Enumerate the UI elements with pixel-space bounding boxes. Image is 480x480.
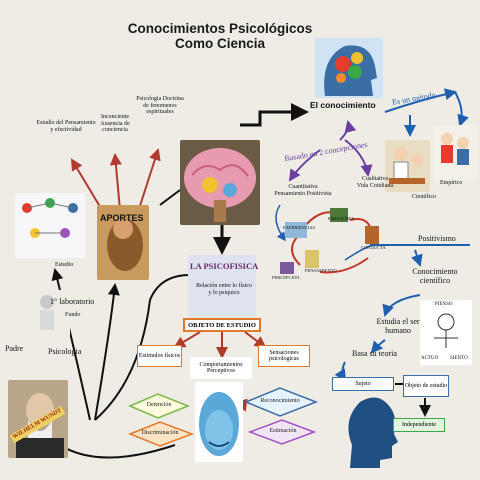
- estimacion-label: Estimación: [269, 428, 297, 434]
- head-silhouette-icon: [348, 397, 398, 468]
- conocimiento-cientifico-label: Conocimiento científico: [412, 267, 458, 285]
- objeto-de-estudio-box: Objeto de estudio: [403, 375, 449, 397]
- people-network-icon: [22, 198, 78, 238]
- arrow-objeto-sensaciones: [244, 331, 267, 349]
- thinker-icon: [107, 219, 143, 271]
- laboratorio-image: [25, 290, 70, 340]
- independiente-box: Independiente: [393, 418, 445, 432]
- reconocimiento-label: Reconocimiento: [260, 398, 300, 404]
- brain-image: [180, 140, 260, 225]
- estudio-label: Estudio: [55, 262, 74, 268]
- arrow-aporte-3: [137, 148, 161, 213]
- pienso-label: PIENSO: [435, 302, 453, 307]
- cualitativa-text: Cualitativa: [361, 176, 389, 182]
- face-icon: [199, 392, 239, 456]
- objeto-estudio-box: OBJETO DE ESTUDIO: [183, 318, 261, 332]
- kids-icon: [441, 133, 469, 165]
- psicofisica-title: LA PSICOFISICA: [190, 261, 259, 271]
- aportes-label: APORTES: [100, 213, 144, 223]
- empirico-label: Empírico: [440, 180, 463, 186]
- vida-cotidiana-text: Vida Cotidiana: [356, 182, 394, 189]
- cientifico-image: [385, 140, 430, 192]
- basa-teoria-label: Basa su teoria: [352, 349, 397, 358]
- estimulos-box: Estimulos físicos: [137, 345, 182, 367]
- arrow-aportes-brain: [159, 189, 181, 206]
- stick-figure-icon: [434, 313, 458, 348]
- arrow-wundt-laboratorio: [51, 268, 91, 421]
- estudio-image: [15, 193, 85, 258]
- el-conocimiento-label: El conocimiento: [310, 100, 376, 110]
- siento-label: SIENTO: [450, 356, 468, 361]
- sensaciones-box: Sensaciones psicologicas: [258, 345, 310, 367]
- brain-icon: [184, 148, 256, 222]
- arrow-wundt-aportes: [94, 283, 120, 421]
- discriminacion-diamond: [127, 421, 195, 447]
- emociones-label: EMOCIONES: [328, 216, 355, 221]
- sujeto-silhouette: [340, 390, 400, 468]
- aportes-image: [97, 205, 149, 280]
- scientist-icon: [389, 147, 425, 184]
- arrow-wundt-bottom: [59, 444, 176, 459]
- arrow-basado: [288, 149, 321, 182]
- aporte-2-label: Inconciente Ausencia de conciencia: [100, 114, 130, 134]
- sujeto-box: Sujeto: [332, 377, 394, 391]
- reconocimiento-diamond: [244, 387, 319, 417]
- title-line-1: Conocimientos Psicológicos: [127, 21, 313, 36]
- psicofisica-desc: Relación entre lo físico y lo psiquico: [196, 283, 252, 296]
- positivismo-label: Positivismo: [418, 234, 456, 243]
- conducta-label: CONDUCTA: [361, 245, 386, 250]
- head-image: [195, 382, 243, 462]
- actuo-label: ACTUO: [421, 356, 439, 361]
- discriminacion-label: Discriminación: [141, 430, 179, 436]
- deteccion-diamond: [128, 393, 191, 419]
- wundt-portrait: [8, 380, 68, 458]
- line-psicofisica-to-positivismo: [344, 244, 373, 261]
- pensamiento-label: PENSAMIENTO: [305, 268, 337, 273]
- scientist-figure-icon: [40, 295, 54, 330]
- positivista-text: Pensamiento Positivista: [274, 190, 332, 197]
- arrow-wundt-psicofisica: [94, 274, 191, 421]
- deteccion-label: Detención: [146, 402, 172, 408]
- estimacion-diamond: [247, 419, 317, 445]
- percepcion-label: PERCEPCION: [272, 275, 300, 280]
- laboratorio-label: 1° laboratorio: [50, 297, 95, 306]
- gears-icon: [324, 45, 377, 96]
- aporte-1-label: Estudio del Pensamiento y efectividad: [36, 120, 96, 133]
- arrow-positivismo-conocimiento: [411, 249, 423, 267]
- arrow-estudia-basa: [370, 339, 386, 354]
- cientifico-label: Científico: [412, 194, 436, 200]
- arrow-metodo-empirico: [454, 91, 469, 127]
- experiencias-label: EXPERIENCIAS: [283, 225, 316, 230]
- estudia-ser-label: Estudia el ser humano: [376, 317, 420, 335]
- padre-label: Padre: [5, 344, 24, 353]
- psicologia-label: Psicologia: [48, 347, 82, 356]
- arrow-aporte-2: [109, 153, 122, 211]
- page-title: Conocimientos Psicológicos Como Ciencia: [100, 21, 340, 52]
- cuantitativa-text: Cuantitativa: [288, 184, 318, 190]
- arrow-conocimiento-estudia: [382, 294, 421, 317]
- arrow-brain-conocimiento: [240, 103, 309, 127]
- aporte-3-label: Psicologia Doctrina de fenomenos espirit…: [136, 96, 184, 116]
- fundo-label: Fundo: [65, 312, 81, 318]
- cuantitativa-label: Cuantitativa Pensamiento Positivista: [268, 184, 338, 197]
- title-line-2: Como Ciencia: [174, 35, 266, 51]
- empirico-image: [433, 125, 477, 180]
- arrow-basado-conocimiento: [339, 120, 357, 141]
- psicofisica-box: [188, 255, 256, 317]
- gears-head-image: [315, 38, 383, 98]
- cualitativa-label: Cualitativa Vida Cotidiana: [345, 176, 405, 189]
- arrow-basado-cualitativa: [344, 139, 373, 177]
- arrow-metodo: [384, 88, 457, 113]
- line-cuantitativa: [275, 204, 286, 242]
- arrow-objeto-estimulos: [173, 331, 201, 349]
- comportamientos-box: Comportamientos Perceptivos: [190, 357, 252, 379]
- pienso-image: [420, 300, 472, 365]
